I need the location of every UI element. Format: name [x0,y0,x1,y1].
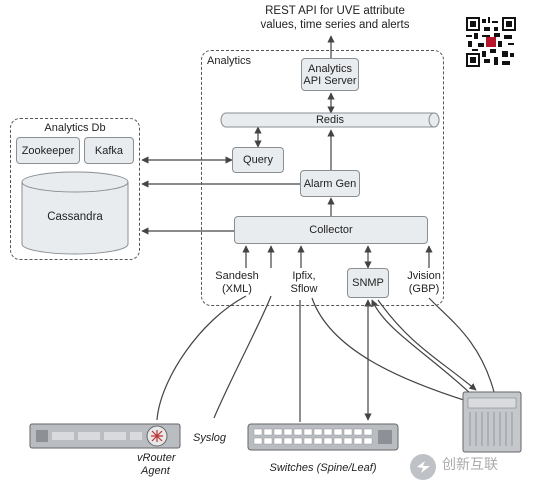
analytics-db-label: Analytics Db [44,122,106,134]
qr-code-icon [466,17,516,67]
query-box: Query [232,147,284,173]
rest-api-caption-line2: values, time series and alerts [260,19,410,31]
query-label: Query [243,154,273,166]
jvision-label-line1: Jvision [407,270,441,282]
vrouter-label-line2: Agent [141,465,170,477]
snmp-chassis-curve-a [371,299,473,396]
vrouter-appliance-icon [29,423,181,449]
sandesh-label-line2: (XML) [222,283,252,295]
cassandra-cylinder [21,171,129,255]
vrouter-curve [156,295,247,421]
collector-box: Collector [234,216,428,244]
analytics-db-group [10,118,140,260]
kafka-box: Kafka [84,137,134,164]
switches-label: Switches (Spine/Leaf) [269,462,377,474]
analytics-group [201,50,444,306]
snmp-box: SNMP [347,268,389,298]
zookeeper-box: Zookeeper [16,137,80,164]
api-server-label-line2: API Server [303,74,357,87]
snmp-label: SNMP [352,277,384,289]
switch-icon [247,423,399,451]
analytics-group-label: Analytics [207,55,252,67]
syslog-curve [213,295,272,419]
ipfix-label-line1: Ipfix, [292,270,316,282]
syslog-label: Syslog [193,432,227,444]
jvision-label-line2: (GBP) [408,283,440,295]
api-server-label-line1: Analytics [307,62,353,75]
ipfix-chassis-curve [311,297,471,403]
alarm-gen-box: Alarm Gen [300,170,360,197]
collector-label: Collector [309,224,353,236]
cassandra-label: Cassandra [47,211,103,223]
chassis-router-icon [462,391,522,453]
redis-label: Redis [315,114,345,126]
rest-api-caption-line1: REST API for UVE attribute [265,5,405,17]
snmp-chassis-curve-b [377,299,477,391]
redis-cylinder [220,112,440,128]
alarm-gen-label: Alarm Gen [303,177,357,190]
watermark-logo: 创新互联 [408,452,528,482]
vrouter-label-line1: vRouter [137,452,176,464]
kafka-label: Kafka [94,144,124,157]
sandesh-label-line1: Sandesh [215,270,259,282]
ipfix-label-line2: Sflow [290,283,318,295]
analytics-api-server-box: Analytics API Server [301,58,359,91]
zookeeper-label: Zookeeper [21,144,75,157]
watermark-text: 创新互联 [442,457,498,473]
watermark-mark-icon [410,454,436,480]
